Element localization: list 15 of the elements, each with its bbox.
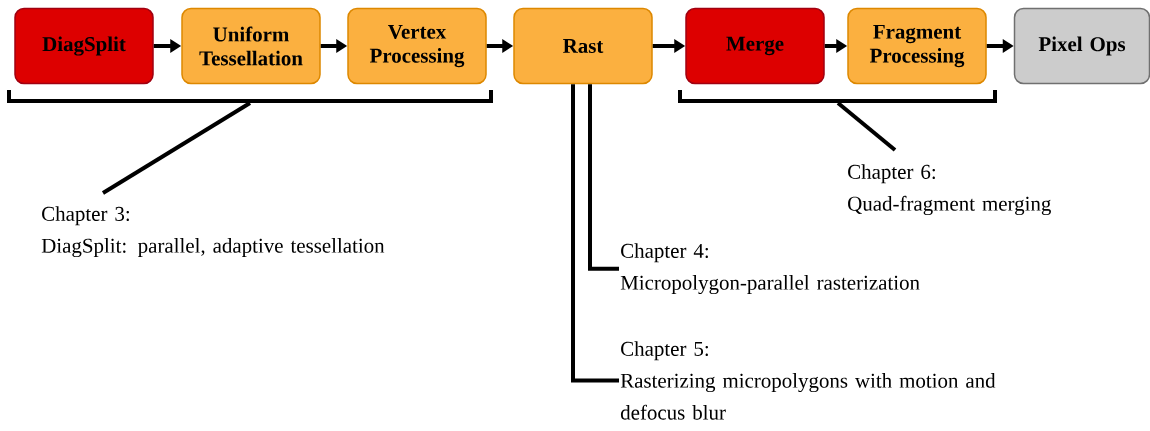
leader-line bbox=[836, 101, 897, 152]
process-box: Uniform Tessellation bbox=[181, 7, 321, 85]
chapter-note: Chapter 4: Micropolygon-parallel rasterization bbox=[620, 243, 920, 295]
process-box: Rast bbox=[513, 7, 653, 85]
chapter-note: Chapter 5: Rasterizing micropolygons with motion and defocus blur bbox=[620, 341, 996, 420]
chapter-note: Chapter 6: Quad-fragment merging bbox=[848, 164, 1051, 216]
process-box: Vertex Processing bbox=[347, 7, 487, 85]
chapter-note: Chapter 3: DiagSplit: parallel, adaptive tessellation bbox=[41, 206, 385, 258]
process-box: Fragment Processing bbox=[847, 7, 987, 85]
leader-line bbox=[571, 84, 619, 383]
process-box: Pixel Ops bbox=[1013, 7, 1150, 85]
leader-line bbox=[101, 101, 252, 195]
process-box: Merge bbox=[685, 7, 825, 85]
leader-line bbox=[588, 84, 619, 271]
process-box: DiagSplit bbox=[14, 7, 154, 85]
